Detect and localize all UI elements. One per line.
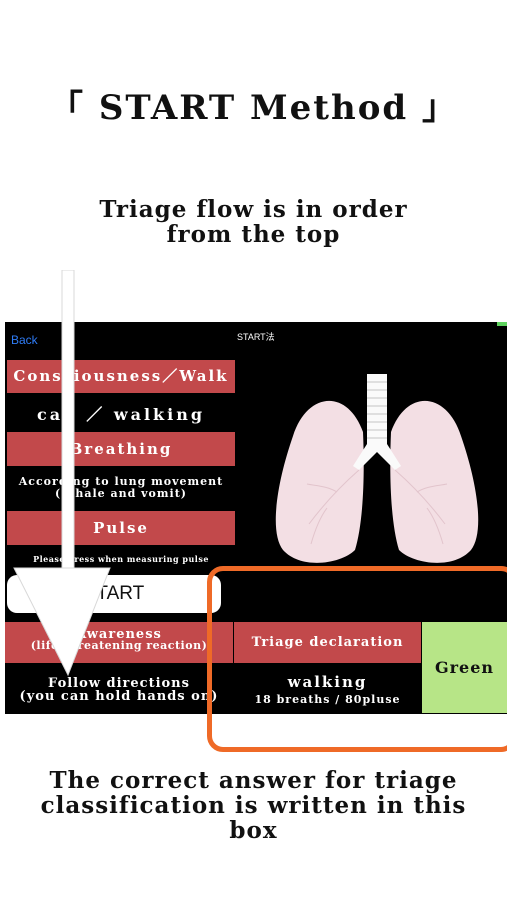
triage-result-vitals: 18 breaths / 80pluse: [254, 693, 401, 706]
triage-result: walking 18 breaths / 80pluse: [234, 664, 421, 714]
pulse-instruction: Please press when measuring pulse: [33, 554, 209, 564]
flow-annotation-line: from the top: [166, 221, 341, 248]
back-button[interactable]: Back: [11, 333, 38, 347]
page-title: 「 START Method 」: [49, 88, 458, 128]
awareness-label: Awareness: [76, 627, 162, 642]
answer-annotation-line: box: [229, 817, 278, 844]
pulse-button[interactable]: Pulse: [7, 511, 235, 545]
breathing-value-line: (inhale and vomit): [55, 487, 187, 500]
awareness-button[interactable]: Awareness (life-threatening reaction): [5, 622, 233, 663]
consciousness-value: can ／ walking: [36, 405, 206, 424]
awareness-sublabel: (life-threatening reaction): [30, 639, 208, 652]
answer-annotation-line: The correct answer for triage: [49, 767, 458, 794]
app-screenshot: Back START法 Consciousness／Walk can ／ wal…: [5, 322, 507, 714]
lungs-illustration: [275, 374, 479, 563]
answer-annotation-line: classification is written in this: [40, 792, 467, 819]
triage-declaration-button[interactable]: Triage declaration: [234, 622, 421, 663]
battery-icon: [497, 322, 507, 326]
answer-annotation: The correct answer for triage classifica…: [0, 768, 507, 843]
triage-result-color: Green: [422, 622, 507, 713]
answer-highlight-box: [207, 566, 507, 752]
awareness-value-line: Follow directions: [48, 676, 190, 691]
breathing-button[interactable]: Breathing: [7, 432, 235, 466]
app-title: START法: [237, 332, 275, 342]
triage-result-main: walking: [287, 673, 368, 691]
flow-annotation: Triage flow is in order from the top: [0, 197, 507, 247]
awareness-value-line: (you can hold hands on): [19, 689, 219, 704]
flow-annotation-line: Triage flow is in order: [99, 196, 408, 223]
awareness-value: Follow directions (you can hold hands on…: [5, 664, 233, 714]
down-arrow-icon: [13, 270, 111, 677]
